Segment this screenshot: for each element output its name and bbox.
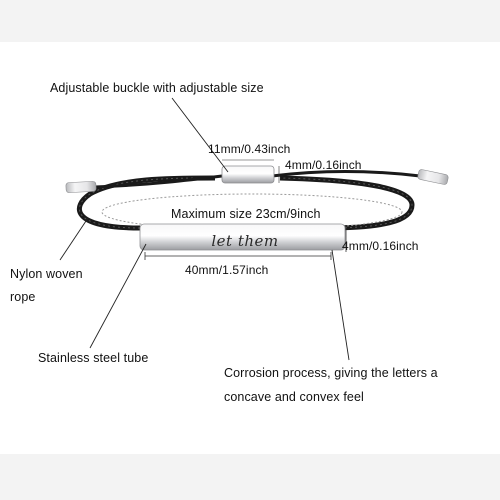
buckle-label: Adjustable buckle with adjustable size bbox=[50, 81, 264, 95]
rope-leader-line bbox=[59, 217, 89, 261]
tube-height-label: 4mm/0.16inch bbox=[342, 239, 419, 253]
buckle-leader-line bbox=[171, 97, 229, 173]
buckle-height-label: 4mm/0.16inch bbox=[285, 158, 362, 172]
adjustable-buckle bbox=[221, 165, 275, 184]
rope-label: Nylon woven rope bbox=[10, 267, 83, 304]
corrosion-leader-line bbox=[331, 249, 350, 361]
nylon-rope bbox=[76, 170, 421, 231]
tube-length-label: 40mm/1.57inch bbox=[185, 263, 269, 277]
engraved-text: let them bbox=[211, 232, 279, 250]
max-size-label: Maximum size 23cm/9inch bbox=[171, 207, 321, 221]
buckle-width-label: 11mm/0.43inch bbox=[208, 142, 291, 156]
tube-leader-line bbox=[89, 243, 147, 349]
corrosion-label: Corrosion process, giving the letters a … bbox=[224, 366, 438, 404]
left-end-cap bbox=[65, 181, 97, 193]
stainless-steel-tube bbox=[139, 223, 346, 251]
right-end-cap bbox=[417, 169, 449, 185]
tube-label: Stainless steel tube bbox=[38, 351, 149, 365]
